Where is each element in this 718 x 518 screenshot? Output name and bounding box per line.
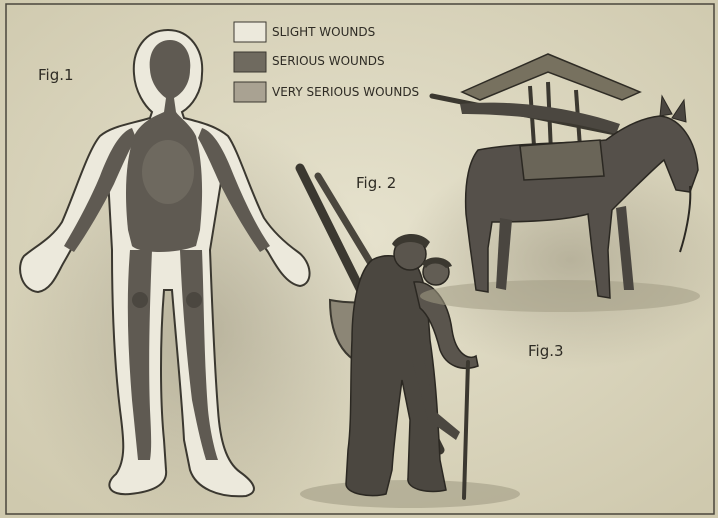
- chest-highlight: [142, 140, 194, 204]
- legend-label-very-serious: VERY SERIOUS WOUNDS: [272, 85, 419, 99]
- fig2-label: Fig. 2: [356, 174, 396, 192]
- fig1-label: Fig.1: [38, 66, 74, 84]
- legend-label-serious: SERIOUS WOUNDS: [272, 54, 385, 68]
- legend-label-slight: SLIGHT WOUNDS: [272, 25, 375, 39]
- legend-swatch-serious: [234, 52, 266, 72]
- legend-swatch-slight: [234, 22, 266, 42]
- mule-pack-saddle: [520, 140, 604, 180]
- fig3-ground-shadow: [420, 280, 700, 312]
- right-knee-mark: [186, 292, 202, 308]
- fig3-label: Fig.3: [528, 342, 564, 360]
- left-knee-mark: [132, 292, 148, 308]
- legend-swatch-very-serious: [234, 82, 266, 102]
